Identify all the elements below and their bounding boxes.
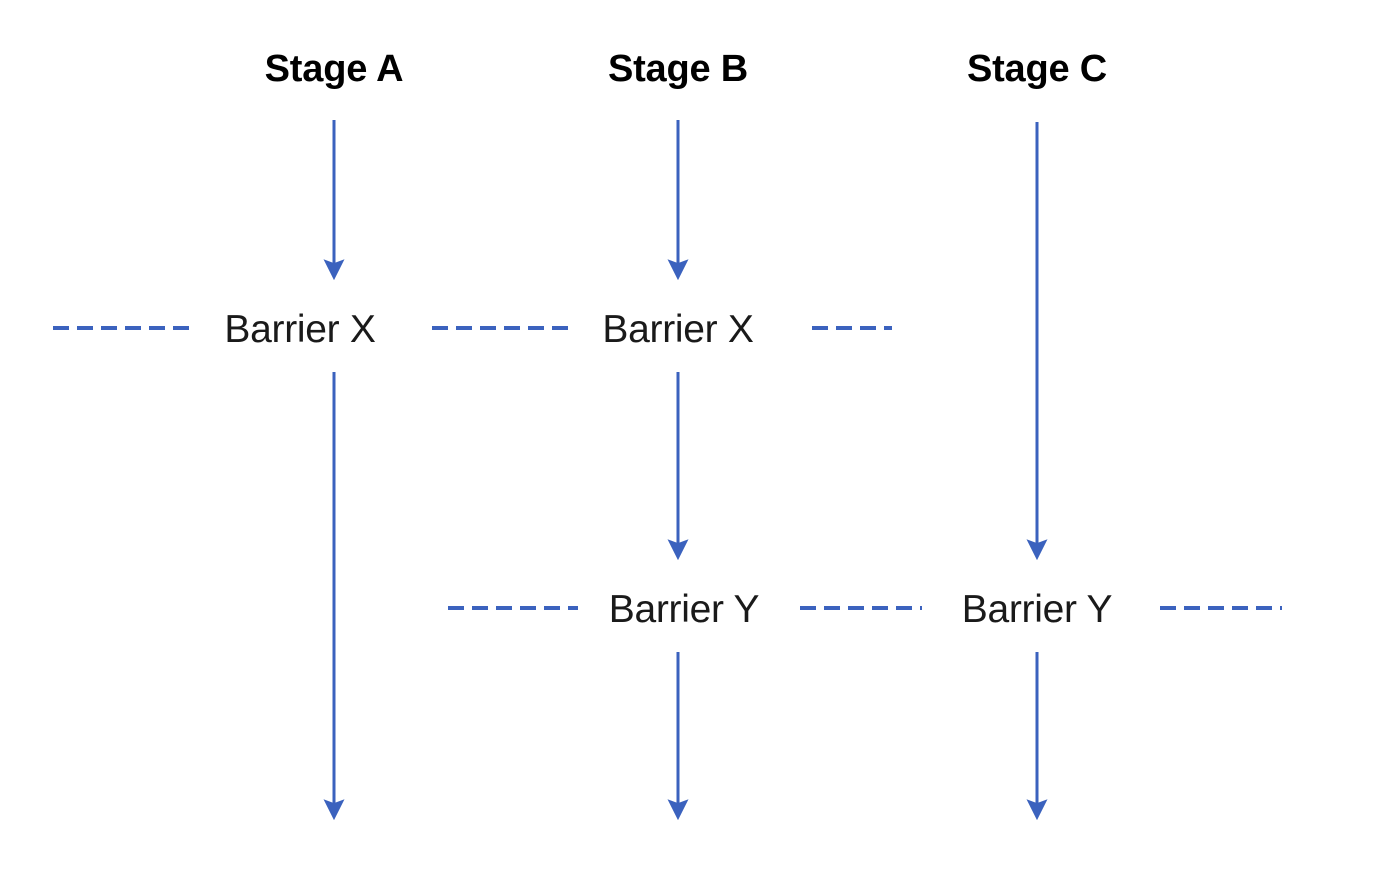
stage-header-b: Stage B bbox=[607, 48, 749, 90]
barrier-node-y-stage-c: Barrier Y bbox=[953, 588, 1121, 632]
barrier-node-x-stage-a: Barrier X bbox=[216, 308, 384, 352]
dashed-lines-group bbox=[53, 326, 1282, 610]
barrier-node-x-stage-b: Barrier X bbox=[594, 308, 762, 352]
arrows-group bbox=[323, 120, 1048, 821]
stage-header-a: Stage A bbox=[264, 48, 404, 90]
stage-header-c: Stage C bbox=[966, 48, 1108, 90]
barrier-node-y-stage-b: Barrier Y bbox=[600, 588, 768, 632]
